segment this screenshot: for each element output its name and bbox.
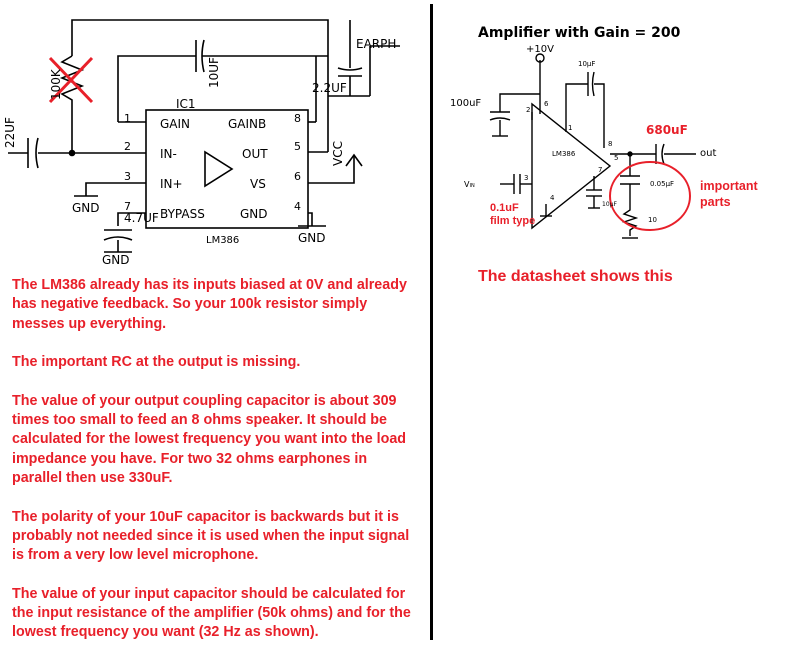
ic1-body <box>145 109 309 229</box>
note-paragraph: The important RC at the output is missin… <box>12 354 301 371</box>
feedback-wire <box>71 19 329 152</box>
pin-number: 3 <box>524 174 528 182</box>
pin-number: 4 <box>294 200 301 213</box>
red-x-icon <box>48 56 94 104</box>
pin-gainb-label: GAINB <box>228 117 266 131</box>
note-paragraph: The polarity of your 10uF capacitor is b… <box>12 508 410 564</box>
gnd-label: GND <box>72 201 100 215</box>
datasheet-note: The datasheet shows this <box>478 268 673 285</box>
amp-triangle-icon <box>204 150 234 188</box>
schematic-canvas: IC1 GAIN GAINB IN- OUT IN+ VS BYPASS GND… <box>3 19 716 267</box>
cap-zobel-label: 0.05μF <box>650 180 674 188</box>
resistor-label: 100K <box>49 68 63 100</box>
cap-output-label: 680uF <box>646 123 688 137</box>
ic-part-label: LM386 <box>206 235 239 246</box>
pin-gain-label: GAIN <box>160 117 190 131</box>
ic-ref-label: IC1 <box>176 97 196 111</box>
pin-in-plus-label: IN+ <box>160 177 183 191</box>
cap-gain-label: 10μF <box>578 60 595 68</box>
pin-number: 4 <box>550 194 555 202</box>
res-zobel-label: 10 <box>648 216 657 224</box>
pin-number: 8 <box>294 112 301 125</box>
pin-bypass-label: BYPASS <box>160 207 205 221</box>
pin-in-minus-label: IN- <box>160 147 177 161</box>
note-paragraph: The value of your output coupling capaci… <box>12 392 407 486</box>
gnd-label: GND <box>102 253 130 267</box>
divider-line <box>430 4 433 640</box>
lm386-triangle-icon <box>531 102 612 230</box>
note-paragraph: The value of your input capacitor should… <box>12 585 411 641</box>
gnd-label: GND <box>298 231 326 245</box>
pin-number: 1 <box>568 124 572 132</box>
pin-number: 6 <box>544 100 549 108</box>
pin-number: 2 <box>124 140 131 153</box>
supply-label: +10V <box>526 44 554 55</box>
gain-cap-label: 10UF <box>207 57 221 88</box>
note-paragraph: The LM386 already has its inputs biased … <box>12 277 407 332</box>
pin-number: 7 <box>598 166 602 174</box>
right-ic-label: LM386 <box>552 150 576 158</box>
pin-number: 6 <box>294 170 301 183</box>
pin-out-label: OUT <box>242 147 268 161</box>
important-circle <box>609 161 691 231</box>
notes-block: The LM386 already has its inputs biased … <box>12 276 412 662</box>
vcc-label: VCC <box>331 141 345 166</box>
important-parts-note: important parts <box>700 179 758 209</box>
right-title: Amplifier with Gain = 200 <box>478 25 681 41</box>
bypass-cap-label: 4.7UF <box>124 211 159 225</box>
cap-bypass-label: 10μF <box>602 201 617 208</box>
input-label: VIN <box>464 180 475 189</box>
right-schematic <box>489 53 696 239</box>
output-label: out <box>700 148 716 159</box>
left-schematic <box>8 19 400 253</box>
pin-number: 2 <box>526 106 530 114</box>
earphone-label: EARPH <box>356 37 396 51</box>
pin-number: 8 <box>608 140 612 148</box>
pin-number: 7 <box>124 200 131 213</box>
output-cap-label: 2.2UF <box>312 81 347 95</box>
pin-number: 1 <box>124 112 131 125</box>
pin-gnd-label: GND <box>240 207 268 221</box>
input-cap-label: 22UF <box>3 117 17 148</box>
input-cap-note: 0.1uF film type <box>490 202 536 227</box>
pin-vs-label: VS <box>250 177 266 191</box>
pin-number: 5 <box>294 140 301 153</box>
pin-number: 3 <box>124 170 131 183</box>
pin-number: 5 <box>614 154 618 162</box>
cap-supply-label: 100uF <box>450 98 481 109</box>
